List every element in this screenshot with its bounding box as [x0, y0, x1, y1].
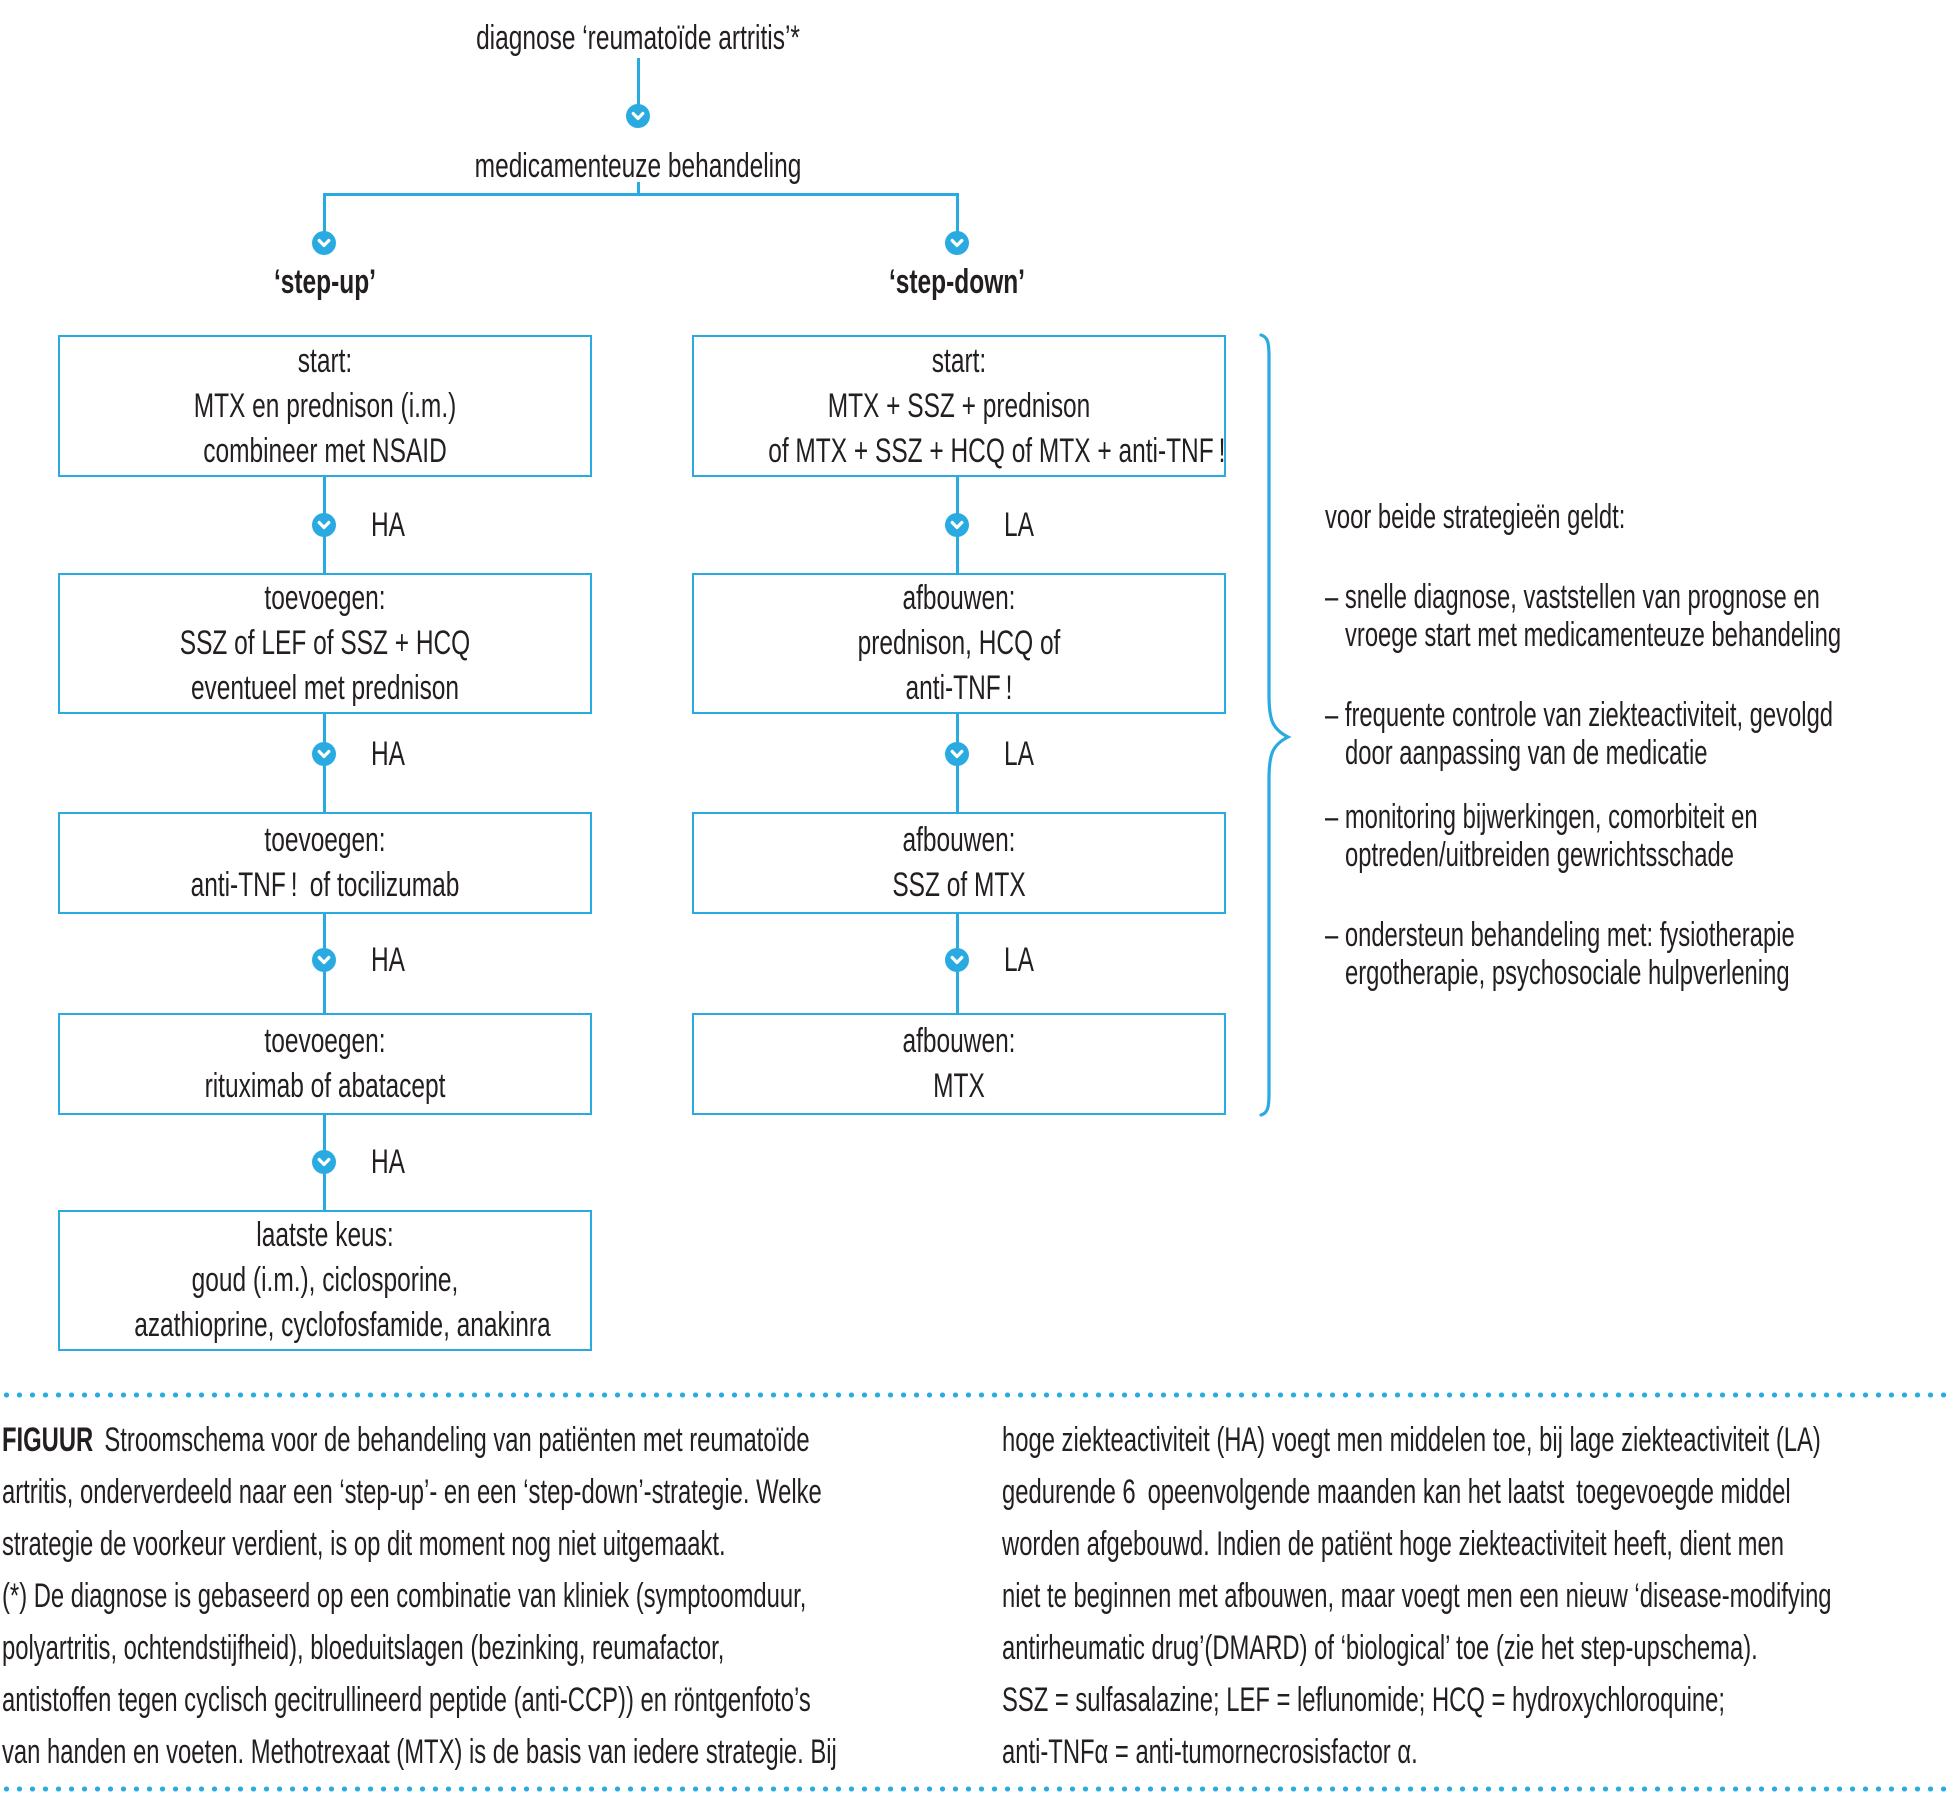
- branch-title-step-down: ‘step-down’: [888, 263, 1025, 301]
- activity-label-ha: HA: [371, 941, 406, 979]
- side-note: voor beide strategieën geldt: – snelle d…: [1325, 498, 1945, 1018]
- caption-line: van handen en voeten. Methotrexaat (MTX)…: [2, 1733, 837, 1771]
- side-note-bullet-cont: door aanpassing van de medicatie: [1345, 734, 1708, 772]
- connector-line: [637, 182, 640, 195]
- caption-line: strategie de voorkeur verdient, is op di…: [2, 1525, 726, 1563]
- arrow-node: [312, 231, 336, 255]
- caption-line: polyartritis, ochtendstijfheid), bloedui…: [2, 1629, 725, 1667]
- chevron-down-icon: [950, 238, 964, 248]
- side-note-bullet: – ondersteun behandeling met: fysiothera…: [1325, 916, 1795, 954]
- arrow-node: [312, 1150, 336, 1174]
- box-stepdown-taper-2: afbouwen: SSZ of MTX: [692, 812, 1226, 914]
- arrow-node: [312, 513, 336, 537]
- activity-label-la: LA: [1004, 941, 1034, 979]
- chevron-down-icon: [950, 520, 964, 530]
- box-stepup-start: start: MTX en prednison (i.m.) combineer…: [58, 335, 592, 477]
- dotted-separator-bottom: [0, 1786, 1949, 1792]
- box-stepup-add-biological: toevoegen: anti-TNF ! of tocilizumab: [58, 812, 592, 914]
- chevron-down-icon: [317, 1157, 331, 1167]
- chevron-down-icon: [631, 111, 645, 121]
- caption-line: hoge ziekteactiviteit (HA) voegt men mid…: [1002, 1421, 1821, 1459]
- branch-split-line: [323, 193, 959, 196]
- caption-line: anti-TNFα = anti-tumornecrosisfactor α.: [1002, 1733, 1418, 1771]
- activity-label-ha: HA: [371, 506, 406, 544]
- arrow-node: [945, 231, 969, 255]
- chevron-down-icon: [317, 749, 331, 759]
- arrow-node: [626, 104, 650, 128]
- chevron-down-icon: [317, 955, 331, 965]
- caption-right-column: hoge ziekteactiviteit (HA) voegt men mid…: [1002, 0, 1949, 1800]
- side-note-bullet-cont: optreden/uitbreiden gewrichtsschade: [1345, 836, 1734, 874]
- box-stepdown-start: start: MTX + SSZ + prednison of MTX + SS…: [692, 335, 1226, 477]
- caption-text: Stroomschema voor de behandeling van pat…: [104, 1421, 810, 1459]
- side-note-bullet: – frequente controle van ziekteactivitei…: [1325, 696, 1834, 734]
- caption-line: gedurende 6 opeenvolgende maanden kan he…: [1002, 1473, 1791, 1511]
- arrow-node: [945, 742, 969, 766]
- chevron-down-icon: [950, 955, 964, 965]
- caption-line: FIGUUR Stroomschema voor de behandeling v…: [2, 1420, 810, 1460]
- branch-title-step-up: ‘step-up’: [273, 263, 376, 301]
- side-note-bullet: – monitoring bijwerkingen, comorbiteit e…: [1325, 798, 1758, 836]
- arrow-node: [945, 948, 969, 972]
- treatment-label: medicamenteuze behandeling: [474, 147, 802, 185]
- chevron-down-icon: [317, 238, 331, 248]
- box-stepdown-taper-1: afbouwen: prednison, HCQ of anti-TNF !: [692, 573, 1226, 714]
- connector-line: [956, 193, 959, 234]
- figuur-label: FIGUUR: [2, 1421, 94, 1459]
- arrow-node: [312, 948, 336, 972]
- box-stepup-add-rituximab: toevoegen: rituximab of abatacept: [58, 1013, 592, 1115]
- chevron-down-icon: [950, 749, 964, 759]
- activity-label-ha: HA: [371, 1143, 406, 1181]
- caption-line: antirheumatic drug’(DMARD) of ‘biologica…: [1002, 1629, 1758, 1667]
- side-note-header: voor beide strategieën geldt:: [1325, 498, 1626, 536]
- box-stepdown-taper-3: afbouwen: MTX: [692, 1013, 1226, 1115]
- side-note-bullet: – snelle diagnose, vaststellen van progn…: [1325, 578, 1820, 616]
- activity-label-ha: HA: [371, 735, 406, 773]
- caption-line: worden afgebouwd. Indien de patiënt hoge…: [1002, 1525, 1784, 1563]
- side-note-bullet-cont: ergotherapie, psychosociale hulpverlenin…: [1345, 954, 1790, 992]
- caption-line: (*) De diagnose is gebaseerd op een comb…: [2, 1577, 807, 1615]
- activity-label-la: LA: [1004, 735, 1034, 773]
- connector-line: [323, 193, 326, 234]
- arrow-node: [312, 742, 336, 766]
- chevron-down-icon: [317, 520, 331, 530]
- connector-line: [637, 58, 640, 106]
- root-label: diagnose ‘reumatoïde artritis’*: [476, 19, 800, 57]
- box-stepup-add-dmard: toevoegen: SSZ of LEF of SSZ + HCQ event…: [58, 573, 592, 714]
- caption-line: SSZ = sulfasalazine; LEF = leflunomide; …: [1002, 1681, 1725, 1719]
- caption-line: antistoffen tegen cyclisch gecitrullinee…: [2, 1681, 811, 1719]
- box-stepup-last-choice: laatste keus: goud (i.m.), ciclosporine,…: [58, 1210, 592, 1351]
- caption-line: artritis, onderverdeeld naar een ‘step-u…: [2, 1473, 822, 1511]
- caption-line: niet te beginnen met afbouwen, maar voeg…: [1002, 1577, 1832, 1615]
- arrow-node: [945, 513, 969, 537]
- curly-brace: [1259, 333, 1292, 1117]
- activity-label-la: LA: [1004, 506, 1034, 544]
- side-note-bullet-cont: vroege start met medicamenteuze behandel…: [1345, 616, 1842, 654]
- caption-left-column: FIGUUR Stroomschema voor de behandeling v…: [2, 0, 992, 1800]
- dotted-separator-top: [0, 1392, 1949, 1398]
